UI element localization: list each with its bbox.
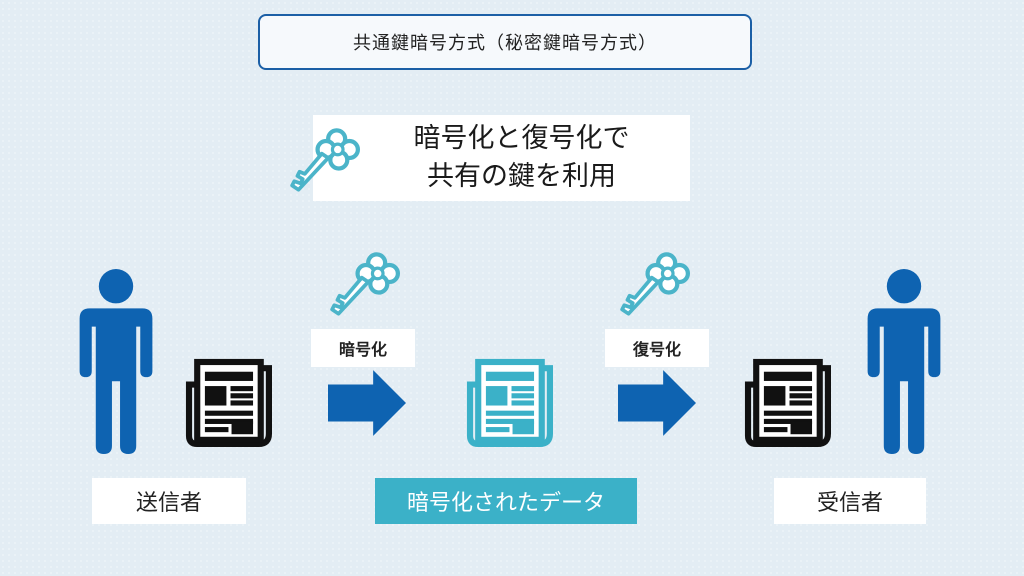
encrypt-step-label: 暗号化 (338, 340, 387, 359)
decrypt-step-tag: 復号化 (605, 329, 709, 367)
encrypted-data-label-box: 暗号化されたデータ (375, 478, 637, 524)
sender-label-box: 送信者 (92, 478, 246, 524)
decrypt-step-label: 復号化 (632, 340, 681, 359)
document-icon (186, 362, 274, 446)
diagram-title: 共通鍵暗号方式（秘密鍵暗号方式） (353, 33, 657, 54)
callout-line-1: 暗号化と復号化で (413, 123, 630, 154)
arrow-right-icon (328, 370, 406, 436)
key-icon (330, 248, 400, 318)
key-icon (620, 248, 690, 318)
person-icon (79, 269, 153, 454)
receiver-label-box: 受信者 (774, 478, 926, 524)
sender-label: 送信者 (135, 491, 202, 516)
shared-key-callout: 暗号化と復号化で 共有の鍵を利用 (313, 115, 690, 201)
callout-line-2: 共有の鍵を利用 (427, 161, 616, 192)
document-icon (745, 362, 833, 446)
document-icon (467, 362, 555, 446)
encrypt-step-tag: 暗号化 (311, 329, 415, 367)
receiver-label: 受信者 (816, 491, 883, 516)
key-icon (290, 124, 360, 194)
encrypted-data-label: 暗号化されたデータ (406, 491, 605, 516)
diagram-title-box: 共通鍵暗号方式（秘密鍵暗号方式） (258, 14, 752, 70)
arrow-right-icon (618, 370, 696, 436)
person-icon (867, 269, 941, 454)
